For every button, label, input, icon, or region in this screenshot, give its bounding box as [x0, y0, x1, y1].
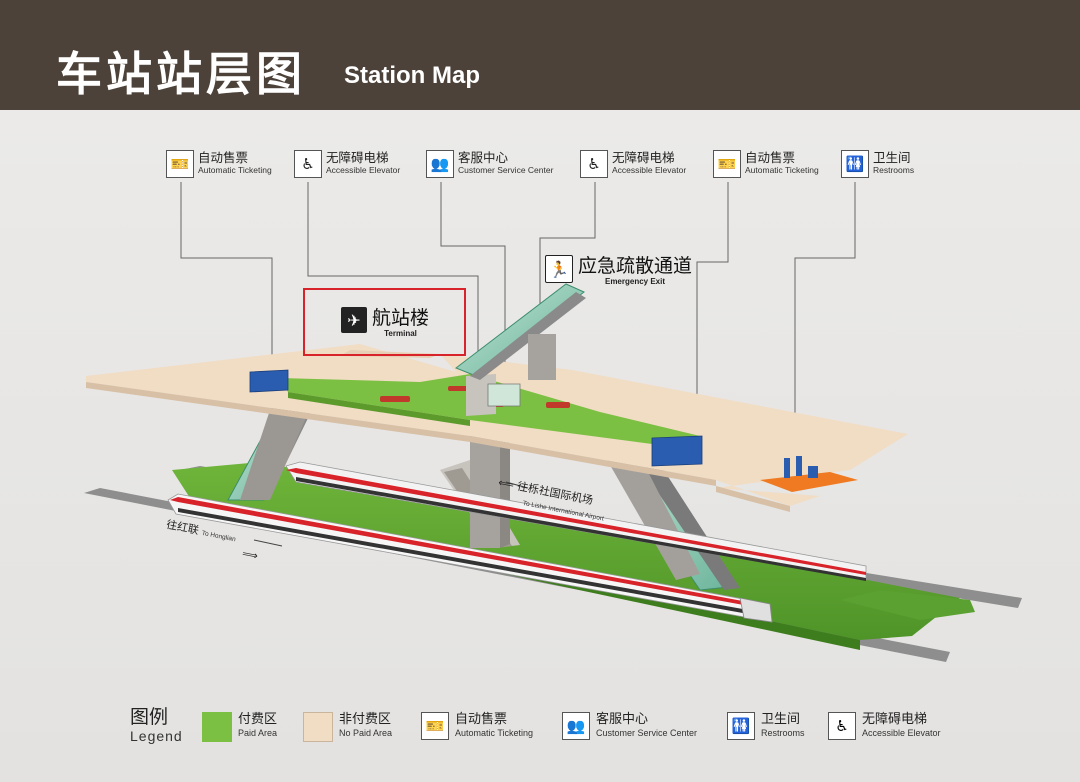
- ticket-machine-banks: [249, 369, 703, 467]
- sign-accessible-elevator-1: ♿ 无障碍电梯 Accessible Elevator: [294, 150, 400, 178]
- accessible-elevator-icon: ♿: [294, 150, 322, 178]
- train-far: [285, 461, 867, 581]
- sign-accessible-elevator-2: ♿ 无障碍电梯 Accessible Elevator: [580, 150, 686, 178]
- legend-item-paid-area: 付费区 Paid Area: [202, 712, 277, 742]
- legend-item-accessible-elevator: ♿ 无障碍电梯 Accessible Elevator: [828, 712, 941, 740]
- ticket-machine-icon: 🎫: [166, 150, 194, 178]
- legend-label-en: No Paid Area: [339, 728, 393, 738]
- restroom-icon: 🚻: [841, 150, 869, 178]
- terminal-sign[interactable]: ✈ 航站楼 Terminal: [341, 307, 429, 339]
- sign-label-cn: 无障碍电梯: [326, 150, 389, 165]
- restroom-figures: [784, 456, 818, 478]
- terminal-escalator: [454, 283, 586, 380]
- legend-item-automatic-ticketing: 🎫 自动售票 Automatic Ticketing: [421, 712, 533, 740]
- legend-label-en: Automatic Ticketing: [455, 728, 534, 738]
- sign-label-en: Accessible Elevator: [326, 165, 401, 175]
- legend-label-en: Accessible Elevator: [862, 728, 941, 738]
- legend-label-cn: 客服中心: [596, 712, 649, 727]
- customer-service-icon: 👥: [426, 150, 454, 178]
- emergency-exit-label-cn: 应急疏散通道: [578, 255, 693, 277]
- legend-label-cn: 非付费区: [339, 712, 392, 727]
- leader-lines: [180, 182, 856, 470]
- legend-label-cn: 卫生间: [761, 712, 801, 727]
- terminal-label-en: Terminal: [384, 329, 417, 338]
- legend-label-en: Restrooms: [761, 728, 805, 738]
- sign-label-en: Customer Service Center: [458, 165, 554, 175]
- sign-restrooms-1: 🚻 卫生间 Restrooms: [841, 150, 914, 178]
- unpaid-area-swatch: [303, 712, 333, 742]
- sign-label-en: Automatic Ticketing: [198, 165, 272, 175]
- sign-label-cn: 客服中心: [458, 150, 509, 165]
- legend-label-cn: 自动售票: [455, 712, 508, 727]
- page-title-cn: 车站站层图: [56, 47, 306, 101]
- sign-label-en: Accessible Elevator: [612, 165, 687, 175]
- terminal-label-cn: 航站楼: [372, 307, 430, 329]
- platform-paid-area: [172, 462, 960, 640]
- direction-arrow-right: ⟹: [240, 546, 259, 563]
- sign-customer-service-1: 👥 客服中心 Customer Service Center: [426, 150, 553, 178]
- customer-service-icon: 👥: [562, 712, 590, 740]
- sign-automatic-ticketing-2: 🎫 自动售票 Automatic Ticketing: [713, 150, 819, 178]
- legend-label-en: Customer Service Center: [596, 728, 698, 738]
- direction-arrows: [253, 481, 529, 547]
- sign-label-cn: 自动售票: [198, 150, 249, 165]
- paid-area-swatch: [202, 712, 232, 742]
- terminal-highlight-box: [303, 288, 466, 356]
- header-bar: 车站站层图 Station Map: [0, 0, 1080, 110]
- emergency-exit-icon: 🏃: [545, 255, 573, 283]
- sign-label-en: Restrooms: [873, 165, 915, 175]
- ticket-machine-icon: 🎫: [421, 712, 449, 740]
- service-booth: [466, 374, 521, 416]
- legend-label-cn: 付费区: [238, 712, 278, 727]
- ticket-machine-icon: 🎫: [713, 150, 741, 178]
- restroom-icon: 🚻: [727, 712, 755, 740]
- legend-label-cn: 无障碍电梯: [862, 712, 928, 727]
- accessible-elevator-icon: ♿: [580, 150, 608, 178]
- emergency-exit-sign: 🏃 应急疏散通道 Emergency Exit: [545, 255, 692, 287]
- airplane-icon: ✈: [341, 307, 367, 333]
- sign-automatic-ticketing-1: 🎫 自动售票 Automatic Ticketing: [166, 150, 272, 178]
- sign-label-cn: 无障碍电梯: [612, 150, 675, 165]
- legend-item-restrooms: 🚻 卫生间 Restrooms: [727, 712, 805, 740]
- train-near: [167, 493, 773, 623]
- direction-label-cn: 往红联: [165, 517, 201, 538]
- legend-title: 图例 Legend: [130, 706, 183, 744]
- legend-title-cn: 图例: [130, 706, 169, 728]
- page-title-en: Station Map: [344, 62, 480, 89]
- sign-label-cn: 卫生间: [873, 150, 911, 165]
- direction-label-en: To Honglian: [201, 529, 237, 544]
- legend-label-en: Paid Area: [238, 728, 278, 738]
- direction-arrow-left: ⟸: [497, 475, 516, 492]
- sign-label-en: Automatic Ticketing: [745, 165, 819, 175]
- legend-item-customer-service: 👥 客服中心 Customer Service Center: [562, 712, 697, 740]
- emergency-exit-label-en: Emergency Exit: [604, 277, 666, 286]
- accessible-elevator-icon: ♿: [828, 712, 856, 740]
- legend-title-en: Legend: [130, 728, 183, 744]
- sign-label-cn: 自动售票: [745, 150, 796, 165]
- restroom-zone: [760, 472, 858, 492]
- legend-item-no-paid-area: 非付费区 No Paid Area: [303, 712, 392, 742]
